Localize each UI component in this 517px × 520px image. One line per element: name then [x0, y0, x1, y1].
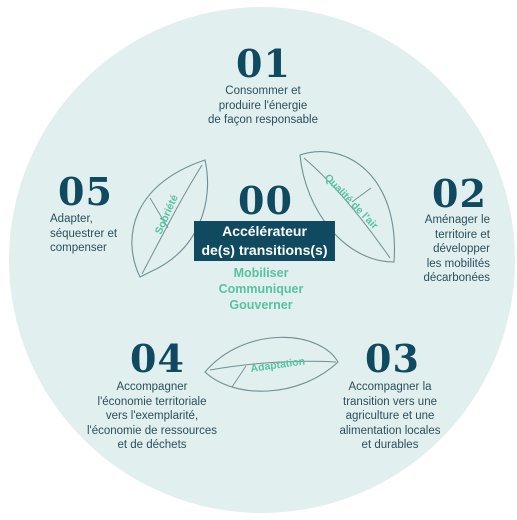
axis-05-description: Adapter, séquestrer et compenser — [50, 212, 150, 256]
axis-02-description: Aménager le territoire et développer les… — [404, 213, 491, 286]
axis-02-line: développer — [433, 243, 490, 255]
axis-03-number: 03 — [365, 336, 420, 381]
accelerator-title-line2: de(s) transitions(s) — [201, 242, 328, 258]
center-action-communiquer: Communiquer — [218, 282, 304, 296]
axis-05-number: 05 — [58, 169, 113, 214]
axis-05-line: Adapter, — [50, 213, 93, 225]
axis-05-line: compenser — [50, 242, 107, 254]
center-action-mobiliser: Mobiliser — [233, 266, 289, 280]
accelerator-title-line1: Accélérateur — [222, 223, 307, 239]
axis-01-line: Consommer et — [225, 85, 301, 97]
axis-01-line: de façon responsable — [208, 114, 318, 126]
axis-02-line: décarbonées — [423, 272, 491, 284]
center-action-gouverner: Gouverner — [229, 298, 293, 312]
axis-02-line: les mobilités — [426, 257, 490, 270]
axis-05-line: séquestrer et — [50, 227, 118, 240]
accelerator-badge: Accélérateur de(s) transitions(s) — [194, 221, 335, 261]
axis-04-line: l'économie territoriale — [97, 395, 207, 408]
axis-04-line: Accompagner — [116, 381, 188, 393]
center-number: 00 — [238, 178, 293, 223]
axis-03-line: Accompagner la — [348, 381, 432, 393]
axis-02-line: territoire et — [435, 228, 490, 241]
axis-01-number: 01 — [236, 41, 291, 86]
axis-03-line: et durables — [361, 439, 419, 451]
sobriety-label: Sobriété — [153, 193, 181, 236]
axis-03-line: agriculture et une — [345, 410, 435, 422]
axis-02-number: 02 — [432, 171, 487, 216]
axis-03-line: transition vers une — [343, 395, 437, 408]
axis-03-line: alimentation locales — [339, 424, 441, 437]
axis-03-description: Accompagner la transition vers une agric… — [322, 380, 458, 453]
axis-04-number: 04 — [130, 336, 185, 381]
axis-01-line: produire l'énergie — [218, 99, 308, 112]
adaptation-label: Adaptation — [250, 355, 306, 375]
axis-04-line: l'économie de ressources — [86, 424, 218, 437]
axis-01-description: Consommer et produire l'énergie de façon… — [188, 84, 338, 128]
axis-04-line: et de déchets — [117, 439, 187, 451]
axis-02-line: Aménager le — [424, 214, 490, 226]
axis-04-line: vers l'exemplarité, — [105, 410, 199, 422]
axis-04-description: Accompagner l'économie territoriale vers… — [72, 380, 232, 453]
